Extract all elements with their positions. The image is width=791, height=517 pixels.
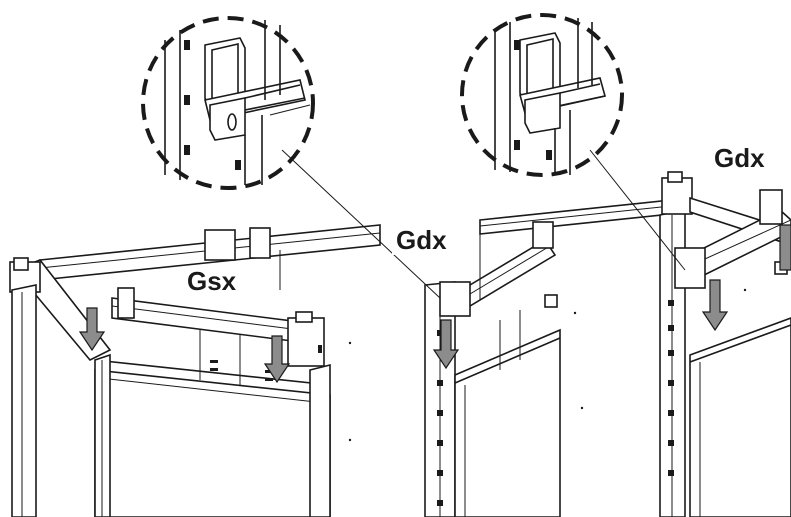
gsx-bracket-end xyxy=(287,317,325,367)
detail-circle-left xyxy=(141,16,441,299)
center-front-panel xyxy=(454,328,561,517)
left-front-panel xyxy=(94,369,331,517)
down-arrow-gsx xyxy=(263,335,291,384)
label-gdx-right: Gdx xyxy=(714,143,765,173)
down-arrow-center xyxy=(432,319,460,370)
column-slots-right xyxy=(668,300,674,476)
left-cabinet xyxy=(9,224,381,517)
detail-dashed-border-left xyxy=(141,16,315,190)
right-corner-post xyxy=(661,177,693,215)
leader-line-left xyxy=(281,149,441,299)
left-column xyxy=(11,284,37,517)
right-front-panel xyxy=(689,317,791,517)
down-arrow-right xyxy=(701,279,729,332)
label-gdx-center: Gdx xyxy=(392,225,451,255)
detail-dashed-border-right xyxy=(460,13,624,177)
detail-circle-right xyxy=(460,13,686,271)
down-arrow-left xyxy=(78,307,106,352)
right-back-rail xyxy=(479,197,691,235)
right-cabinets xyxy=(424,171,791,517)
label-gsx: Gsx xyxy=(183,266,241,296)
leader-line-right xyxy=(589,149,686,271)
